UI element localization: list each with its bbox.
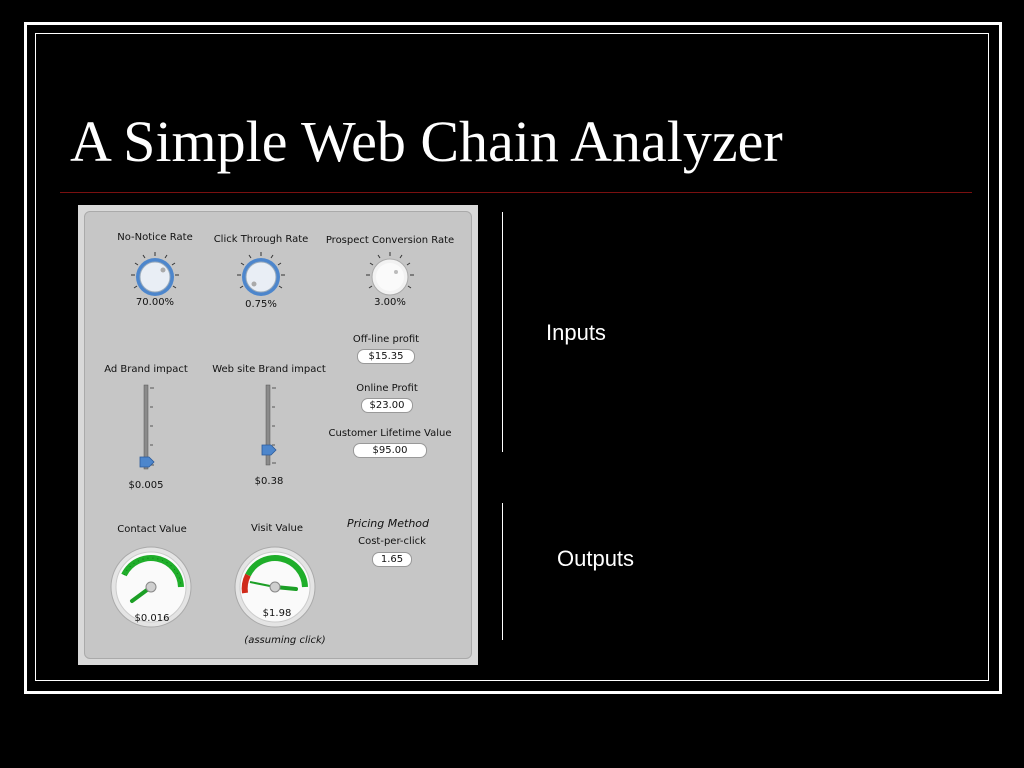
click-through-rate-knob[interactable]	[234, 250, 288, 304]
no-notice-rate-knob[interactable]	[128, 250, 182, 304]
slider-label-ad-brand-impact: Ad Brand impact	[104, 364, 188, 375]
knob-label-no-notice-rate: No-Notice Rate	[117, 232, 193, 243]
outputs-label: Outputs	[557, 546, 635, 571]
slide-frame-outer	[24, 22, 1002, 694]
knob-label-prospect-conversion-rate: Prospect Conversion Rate	[325, 235, 455, 246]
knob-value-no-notice-rate: 70.00%	[135, 297, 175, 308]
slide-title: A Simple Web Chain Analyzer	[70, 109, 783, 174]
slider-value-ad-brand-impact: $0.005	[128, 480, 164, 491]
outputs-bracket-line	[502, 503, 503, 640]
prospect-conversion-rate-knob[interactable]	[363, 250, 417, 304]
gauge-value-visit-value: $1.98	[262, 608, 292, 619]
title-divider	[60, 192, 972, 193]
contact-value-gauge	[110, 546, 192, 628]
ad-brand-impact-slider[interactable]	[134, 383, 162, 473]
field-label-offline-profit: Off-line profit	[352, 334, 420, 345]
slider-label-web-site-brand-impact: Web site Brand impact	[212, 364, 326, 375]
web-site-brand-impact-slider-thumb[interactable]	[261, 444, 277, 456]
knob-value-prospect-conversion-rate: 3.00%	[374, 297, 406, 308]
inputs-label: Inputs	[546, 320, 606, 345]
inputs-bracket-line	[502, 212, 503, 452]
slide-frame-inner	[35, 33, 989, 681]
pricing-value-field[interactable]: 1.65	[372, 552, 412, 567]
web-site-brand-impact-slider[interactable]	[256, 383, 284, 473]
field-label-customer-lifetime-value: Customer Lifetime Value	[328, 428, 452, 439]
gauge-value-contact-value: $0.016	[134, 613, 170, 624]
pricing-method-type: Cost-per-click	[358, 536, 426, 547]
customer-lifetime-value-field[interactable]: $95.00	[353, 443, 427, 458]
offline-profit-field[interactable]: $15.35	[357, 349, 415, 364]
analyzer-panel: No-Notice Rate 70.00% Click Through Rate…	[78, 205, 478, 665]
knob-value-click-through-rate: 0.75%	[245, 299, 277, 310]
gauge-label-contact-value: Contact Value	[117, 524, 187, 535]
knob-label-click-through-rate: Click Through Rate	[213, 234, 309, 245]
pricing-method-title: Pricing Method	[346, 517, 430, 530]
field-label-online-profit: Online Profit	[356, 383, 418, 394]
gauge-note-visit-value: (assuming click)	[244, 635, 326, 646]
slider-value-web-site-brand-impact: $0.38	[254, 476, 284, 487]
online-profit-field[interactable]: $23.00	[361, 398, 413, 413]
ad-brand-impact-slider-thumb[interactable]	[139, 456, 155, 468]
gauge-label-visit-value: Visit Value	[251, 523, 303, 534]
visit-value-gauge	[234, 546, 316, 628]
